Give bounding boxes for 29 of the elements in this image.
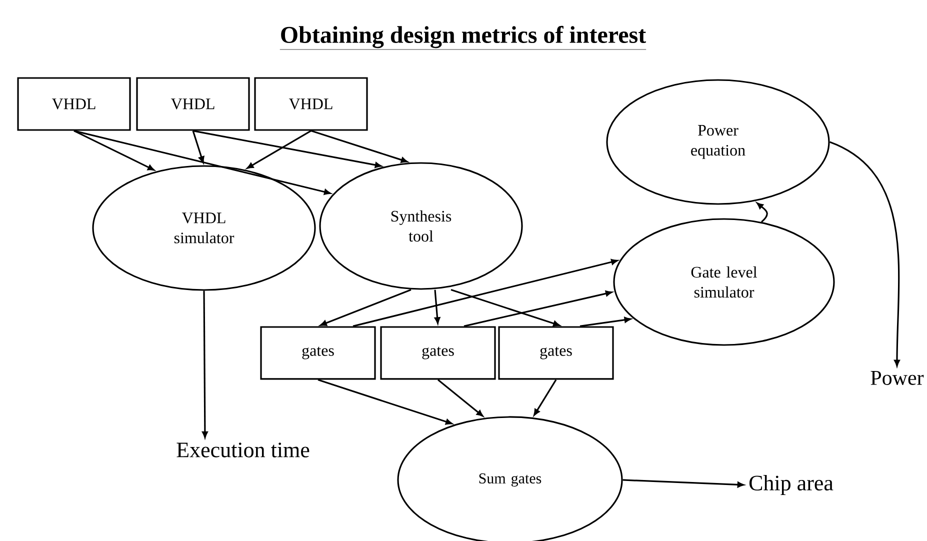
arrow xyxy=(434,290,440,324)
process-box: VHDL xyxy=(254,77,368,131)
arrow xyxy=(464,290,612,327)
arrow xyxy=(192,130,204,163)
output-label: Power xyxy=(870,371,924,385)
arrow xyxy=(310,130,408,163)
arrow xyxy=(450,289,560,326)
output-label: Chip area xyxy=(749,475,834,495)
arrow xyxy=(622,479,744,488)
arrow xyxy=(829,141,900,366)
arrow xyxy=(202,290,208,438)
arrow xyxy=(74,130,154,171)
process-box: VHDL xyxy=(17,77,131,131)
process-box: gates xyxy=(380,326,496,380)
arrow xyxy=(352,259,618,327)
arrow xyxy=(438,379,484,417)
arrow xyxy=(534,379,557,416)
arrow xyxy=(192,130,382,168)
arrow xyxy=(246,130,312,169)
arrow xyxy=(580,316,631,327)
process-box: gates xyxy=(498,326,614,380)
output-label: Execution time xyxy=(176,442,310,458)
process-box: VHDL xyxy=(136,77,250,131)
arrow xyxy=(320,289,412,326)
arrow xyxy=(756,202,768,223)
arrow xyxy=(318,379,452,425)
process-box: gates xyxy=(260,326,376,380)
arrow xyxy=(74,130,331,195)
title: Obtaining design metrics of interest xyxy=(280,26,646,50)
